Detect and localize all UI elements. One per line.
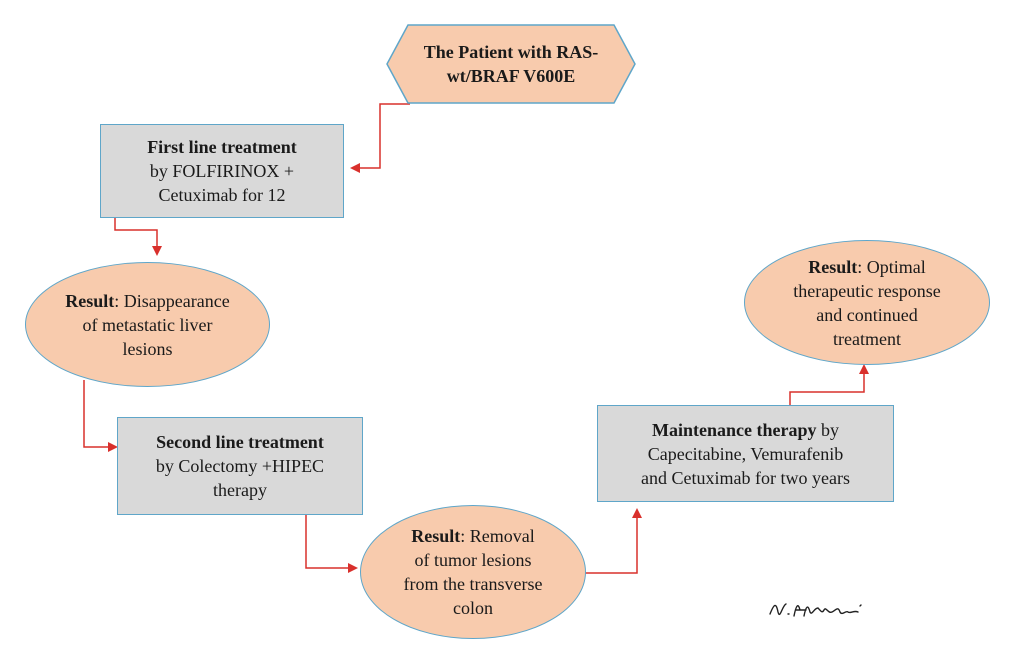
second-line-title: Second line treatment — [156, 432, 324, 452]
start-line2: wt/BRAF V600E — [446, 66, 576, 86]
arrow-first-line-to-result1 — [114, 218, 162, 256]
result3-ellipse: Result: Optimal therapeutic response and… — [744, 240, 990, 365]
arrow-start-to-first-line — [350, 103, 410, 173]
result1-ellipse: Result: Disappearance of metastatic live… — [25, 262, 270, 387]
maintenance-line3: and Cetuximab for two years — [641, 467, 850, 488]
maintenance-title: Maintenance therapy — [652, 419, 817, 440]
result3-line3: and continued — [816, 304, 918, 325]
first-line-line3: Cetuximab for 12 — [158, 185, 286, 205]
result1-rest: : Disappearance — [114, 290, 230, 311]
result2-line4: colon — [453, 598, 493, 618]
second-line-treatment-box: Second line treatment by Colectomy +HIPE… — [117, 417, 363, 515]
result3-line2: therapeutic response — [793, 280, 941, 301]
result3-line4: treatment — [833, 328, 901, 349]
arrow-maintenance-to-result3 — [789, 364, 869, 405]
second-line-line3: therapy — [213, 480, 267, 500]
result2-line2: of tumor lesions — [414, 550, 532, 570]
second-line-line2: by Colectomy +HIPEC — [155, 456, 325, 476]
arrow-result1-to-second-line — [83, 380, 118, 452]
result1-line3: lesions — [122, 338, 173, 359]
start-line1: The Patient with RAS- — [423, 42, 599, 62]
result2-line3: from the transverse — [403, 574, 543, 594]
author-signature — [769, 603, 862, 617]
first-line-title: First line treatment — [147, 137, 297, 157]
arrow-result2-to-maintenance — [585, 508, 642, 574]
result1-label: Result — [65, 290, 115, 311]
maintenance-therapy-box: Maintenance therapy by Capecitabine, Vem… — [597, 405, 894, 502]
maintenance-rest: by — [816, 419, 839, 440]
first-line-line2: by FOLFIRINOX + — [149, 161, 295, 181]
result3-label: Result — [808, 256, 858, 277]
result3-rest: : Optimal — [857, 256, 926, 277]
result2-ellipse: Result: Removal of tumor lesions from th… — [360, 505, 586, 639]
maintenance-line2: Capecitabine, Vemurafenib — [647, 443, 844, 464]
result2-rest: : Removal — [460, 526, 535, 546]
result2-label: Result — [411, 526, 461, 546]
first-line-treatment-box: First line treatment by FOLFIRINOX + Cet… — [100, 124, 344, 218]
arrow-second-line-to-result2 — [305, 515, 358, 573]
result1-line2: of metastatic liver — [82, 314, 213, 335]
start-node: The Patient with RAS- wt/BRAF V600E — [386, 24, 636, 104]
